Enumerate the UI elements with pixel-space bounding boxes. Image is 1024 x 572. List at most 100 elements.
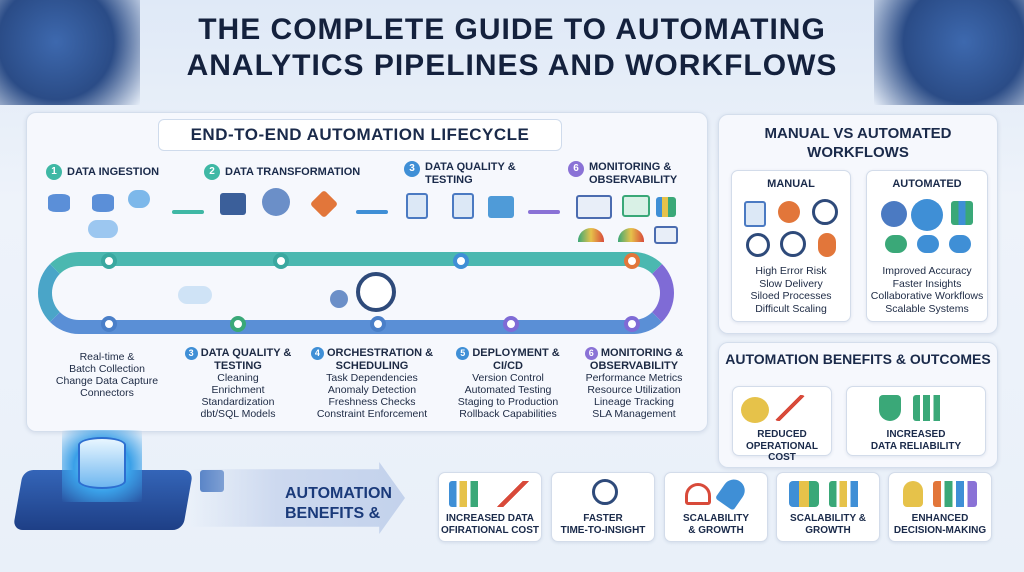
gear-icon [330, 290, 348, 308]
benefit-card: ENHANCED DECISION-MAKING [888, 472, 992, 542]
outcome-label-line1: INCREASED [886, 429, 946, 440]
manual-list: High Error Risk Slow Delivery Siloed Pro… [732, 265, 850, 315]
gauge-icon [578, 228, 604, 242]
clock-icon [812, 199, 838, 225]
report-icon [654, 226, 678, 244]
database-icon [48, 194, 70, 212]
detail-item: Real-time & [79, 351, 135, 363]
downtrend-icon [775, 395, 805, 421]
lifecycle-panel [26, 112, 708, 432]
stage-detail-title-text: DEPLOYMENT & [472, 347, 560, 359]
benefit-label: FASTER TIME-TO-INSIGHT [552, 513, 654, 536]
stage-label-line2: TESTING [425, 174, 473, 186]
detail-item: Anomaly Detection [327, 384, 417, 396]
stage-label: DATA QUALITY & TESTING [425, 161, 516, 187]
stage-detail-title-text: MONITORING & [600, 347, 684, 359]
track-node [453, 253, 469, 269]
clock-icon [746, 233, 770, 257]
detail-item: Change Data Capture [55, 375, 159, 387]
checklist-icon [406, 193, 428, 219]
outcome-label-line2: OPERATIONAL COST [745, 440, 819, 464]
rocket-icon [714, 475, 750, 511]
benefits-title-line1: AUTOMATION [285, 485, 392, 502]
stage-details-quality: 3 DATA QUALITY & TESTING Cleaning Enrich… [176, 347, 300, 420]
link-icon [949, 235, 971, 253]
benefit-label: SCALABILITY & GROWTH [665, 513, 767, 536]
track-node [624, 316, 640, 332]
detail-item: Constraint Enforcement [316, 408, 428, 420]
outcome-card-reliability: INCREASED DATA RELIABILITY [846, 386, 986, 456]
documents-icon [744, 201, 766, 227]
outcomes-title: AUTOMATION BENEFITS & OUTCOMES [725, 351, 991, 367]
stage-detail-title-line2: SCHEDULING [335, 360, 409, 372]
stage-detail-title: 5 DEPLOYMENT & [444, 347, 572, 360]
stage-detail-title: 3 DATA QUALITY & [176, 347, 300, 360]
benefit-card: INCREASED DATA OFIRATIONAL COST [438, 472, 542, 542]
benefits-title: AUTOMATION BENEFITS & [285, 484, 392, 524]
speedometer-icon [685, 483, 711, 505]
database-icon [78, 437, 126, 489]
outcome-label-line2: DATA RELIABILITY [870, 440, 962, 452]
dashboard-icon [576, 195, 612, 219]
bar-chart-icon [933, 481, 977, 507]
stage-detail-title: 6 MONITORING & [572, 347, 696, 360]
clock-icon [780, 231, 806, 257]
bar-chart-icon [656, 197, 676, 217]
benefit-card: SCALABILITY & GROWTH [776, 472, 880, 542]
link-icon [917, 235, 939, 253]
bar-chart-icon [913, 395, 947, 421]
track-node [503, 316, 519, 332]
network-icon [789, 481, 819, 507]
stage-details-deployment: 5 DEPLOYMENT & CI/CD Version Control Aut… [444, 347, 572, 420]
stage-header-monitoring: 6 MONITORING & OBSERVABILITY [568, 161, 677, 187]
outcome-card-cost: REDUCED OPERATIONAL COST [732, 386, 832, 463]
detail-item: Version Control [472, 372, 544, 384]
benefit-label-line1: FASTER [583, 513, 623, 524]
coins-icon [741, 397, 769, 423]
lifecycle-title: END-TO-END AUTOMATION LIFECYCLE [158, 119, 562, 151]
checklist-icon [452, 193, 474, 219]
lightbulb-icon [903, 481, 923, 507]
stage-detail-title-line2: CI/CD [493, 360, 523, 372]
detail-item: Cleaning [217, 372, 259, 384]
page-title-line1: THE COMPLETE GUIDE TO AUTOMATING [198, 13, 826, 46]
stage-number: 2 [204, 164, 220, 180]
gauge-icon [618, 228, 644, 242]
detail-item: Automated Testing [464, 384, 552, 396]
comparison-title: MANUAL VS AUTOMATED WORKFLOWS [718, 124, 998, 162]
detail-item: Standardization [201, 396, 275, 408]
automated-list: Improved Accuracy Faster Insights Collab… [867, 265, 987, 315]
track-node [370, 316, 386, 332]
page-title-line2: ANALYTICS PIPELINES AND WORKFLOWS [186, 49, 838, 82]
benefit-label: ENHANCED DECISION-MAKING [889, 513, 991, 536]
workflow-icon [488, 196, 514, 218]
shield-icon [879, 395, 901, 421]
benefits-title-line2: BENEFITS & [285, 505, 381, 522]
detail-item: Freshness Checks [328, 396, 416, 408]
benefit-label: INCREASED DATA OFIRATIONAL COST [439, 513, 541, 536]
benefit-label: SCALABILITY & GROWTH [777, 513, 879, 536]
outcome-label: REDUCED OPERATIONAL COST [733, 429, 831, 464]
manual-item: Slow Delivery [759, 277, 823, 290]
database-illustration-top-left [0, 0, 140, 105]
benefit-label-line1: INCREASED DATA [446, 513, 534, 524]
clock-icon [356, 272, 396, 312]
detail-item: SLA Management [592, 408, 676, 420]
link-icon [885, 235, 907, 253]
stage-label: MONITORING & OBSERVABILITY [589, 161, 677, 187]
benefit-label-line1: SCALABILITY [682, 513, 750, 524]
automated-card: AUTOMATED Improved Accuracy Faster Insig… [866, 170, 988, 322]
track-node [101, 316, 117, 332]
bar-chart-icon [829, 481, 867, 507]
stopwatch-icon [592, 479, 618, 505]
benefit-label-line2: GROWTH [805, 524, 851, 536]
stage-number: 1 [46, 164, 62, 180]
chart-icon [622, 195, 650, 217]
detail-item: Lineage Tracking [594, 396, 674, 408]
automated-item: Faster Insights [892, 277, 962, 290]
stage-number: 6 [584, 347, 598, 360]
flow-arrow [356, 210, 388, 214]
analytics-illustration-top-right [874, 0, 1024, 105]
cloud-icon [128, 190, 150, 208]
track-node [230, 316, 246, 332]
